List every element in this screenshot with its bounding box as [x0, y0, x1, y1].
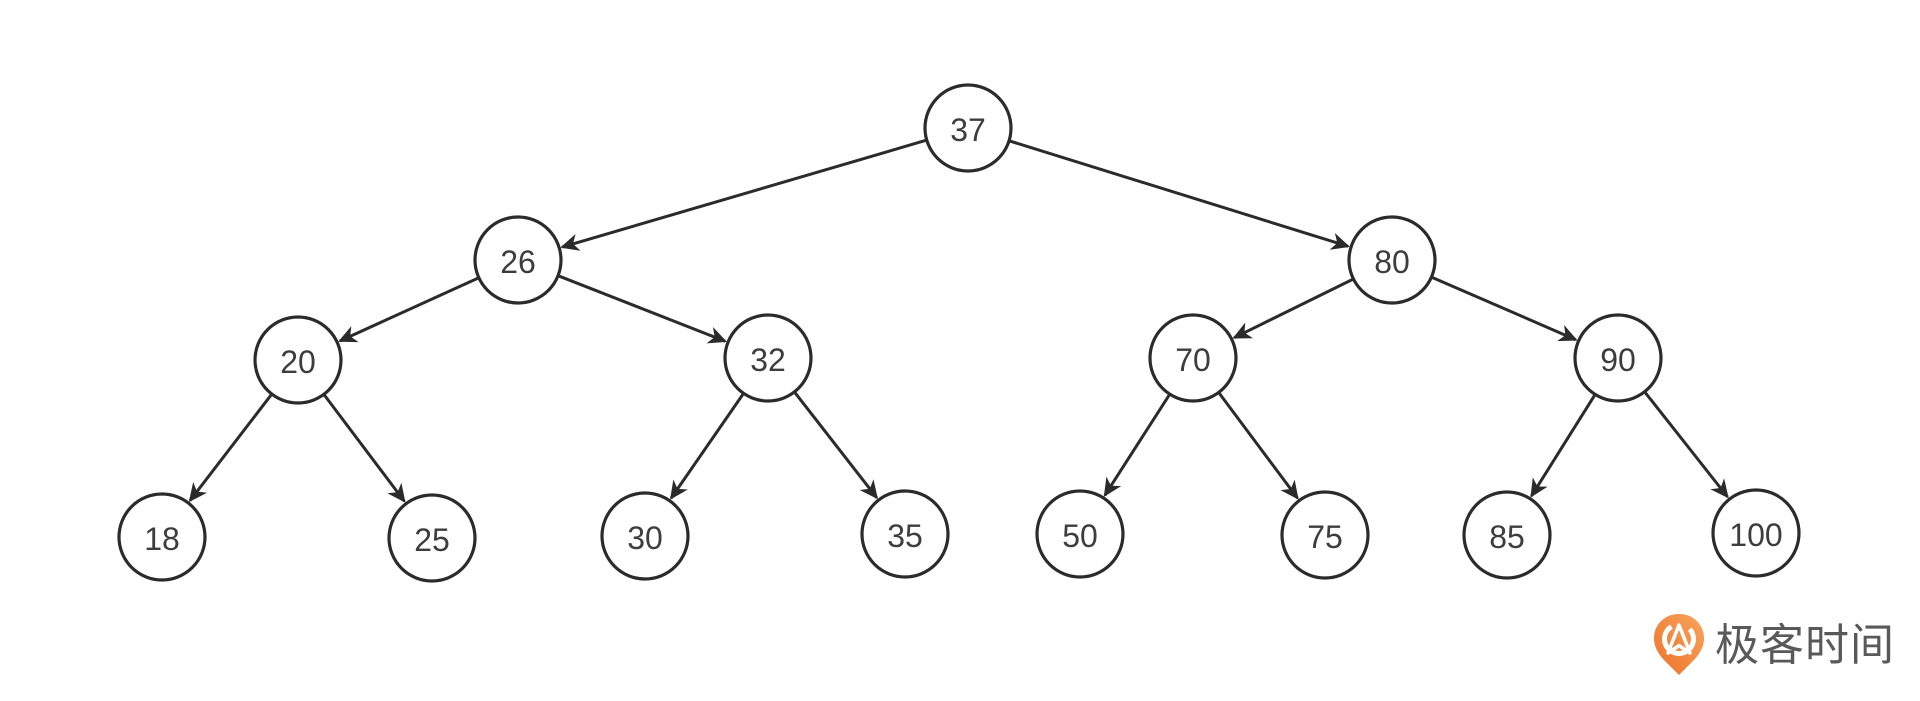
pin-arrow — [1666, 623, 1692, 655]
tree-node-25: 25 — [387, 493, 477, 583]
tree-edge-37-26 — [560, 138, 928, 251]
tree-node-35: 35 — [860, 489, 950, 579]
node-circle — [1462, 490, 1552, 580]
node-circle — [387, 493, 477, 583]
node-value: 90 — [1600, 342, 1636, 378]
node-value: 25 — [414, 522, 450, 558]
tree-edge-70-75 — [1217, 391, 1299, 500]
geektime-logo-text: 极客时间 — [1715, 621, 1895, 670]
node-circle — [473, 215, 563, 305]
tree-node-100: 100 — [1711, 488, 1801, 578]
node-circle — [723, 313, 813, 403]
tree-node-90: 90 — [1573, 313, 1663, 403]
tree-node-32: 32 — [723, 313, 813, 403]
tree-edge-26-32 — [557, 274, 727, 344]
node-value: 35 — [887, 518, 923, 554]
tree-node-30: 30 — [600, 491, 690, 581]
tree-node-70: 70 — [1148, 313, 1238, 403]
tree-edge-37-80 — [1008, 139, 1350, 250]
tree-edge-90-100 — [1643, 390, 1729, 499]
node-value: 100 — [1729, 517, 1782, 553]
node-value: 18 — [144, 521, 180, 557]
tree-node-37: 37 — [923, 83, 1013, 173]
tree-edge-32-35 — [793, 391, 878, 500]
tree-node-75: 75 — [1280, 490, 1370, 580]
node-value: 20 — [280, 344, 316, 380]
node-circle — [860, 489, 950, 579]
node-circle — [923, 83, 1013, 173]
node-circle — [1573, 313, 1663, 403]
tree-node-26: 26 — [473, 215, 563, 305]
tree-edge-80-70 — [1232, 277, 1355, 340]
node-value: 26 — [500, 244, 536, 280]
node-circle — [1035, 489, 1125, 579]
node-value: 85 — [1489, 519, 1525, 555]
tree-node-85: 85 — [1462, 490, 1552, 580]
tree-node-50: 50 — [1035, 489, 1125, 579]
geektime-logo: 极客时间 — [1653, 613, 1895, 679]
tree-edge-70-50 — [1103, 393, 1172, 497]
tree-edge-20-18 — [188, 393, 273, 503]
node-value: 32 — [750, 342, 786, 378]
node-value: 37 — [950, 112, 986, 148]
node-circle — [600, 491, 690, 581]
tree-edge-80-90 — [1430, 275, 1578, 342]
node-circle — [1347, 215, 1437, 305]
node-circle — [1711, 488, 1801, 578]
tree-node-20: 20 — [253, 315, 343, 405]
tree-edge-20-25 — [322, 393, 406, 503]
geektime-logo-icon — [1654, 614, 1704, 675]
node-value: 30 — [627, 520, 663, 556]
tree-edge-32-30 — [669, 392, 745, 500]
node-value: 50 — [1062, 518, 1098, 554]
node-circle — [117, 492, 207, 582]
tree-edge-26-20 — [338, 276, 480, 343]
node-value: 75 — [1307, 519, 1343, 555]
tree-edge-90-85 — [1530, 393, 1597, 498]
node-value: 80 — [1374, 244, 1410, 280]
tree-node-80: 80 — [1347, 215, 1437, 305]
node-circle — [253, 315, 343, 405]
tree-node-18: 18 — [117, 492, 207, 582]
node-value: 70 — [1175, 342, 1211, 378]
pin-ring — [1662, 622, 1696, 656]
node-circle — [1148, 313, 1238, 403]
node-circle — [1280, 490, 1370, 580]
